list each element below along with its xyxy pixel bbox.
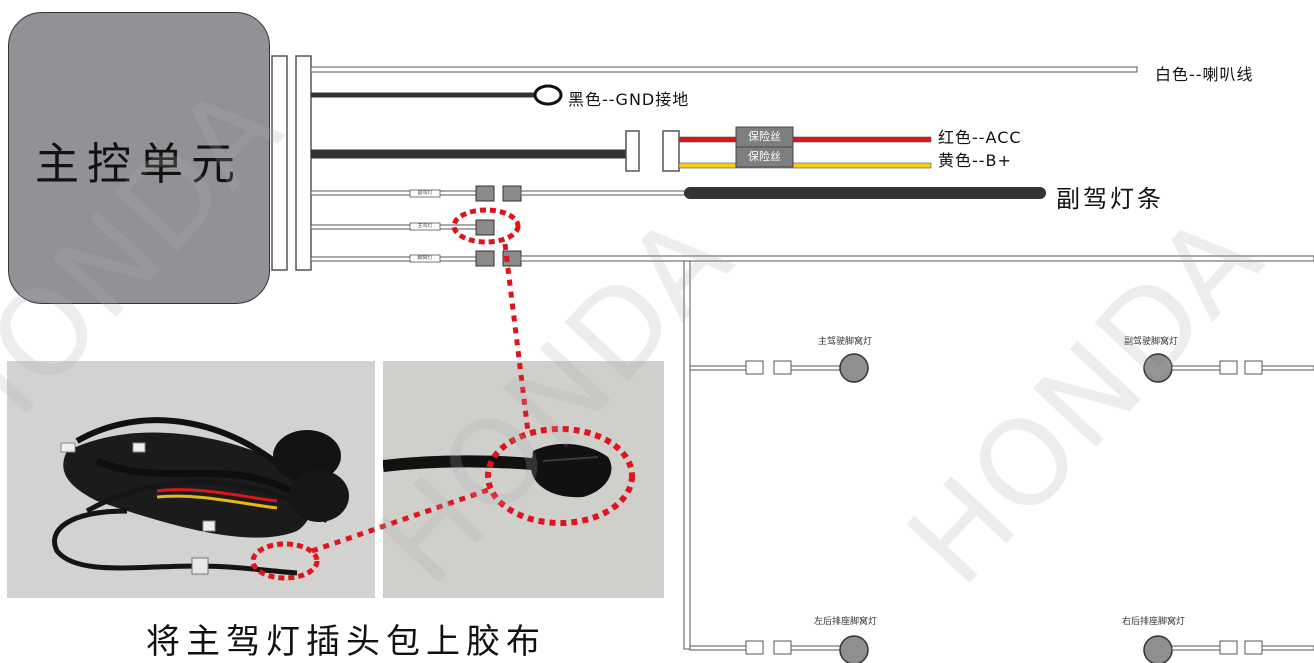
harness-plug-callout	[250, 541, 320, 581]
harness-photo	[7, 361, 375, 598]
main-control-unit	[8, 12, 270, 304]
red-wire-label: 红色--ACC	[938, 128, 1022, 147]
tag-driver	[409, 222, 441, 231]
driver-plug	[475, 219, 495, 236]
driver-footwell-lamp	[839, 353, 869, 383]
fuse-yellow	[735, 146, 794, 168]
tag-passenger-label: 副驾灯	[417, 190, 433, 196]
driver-footwell-label: 主驾驶脚窝灯	[818, 337, 873, 347]
red-wire	[678, 136, 932, 143]
connector-plate-inner	[295, 55, 312, 271]
tag-passenger	[409, 189, 441, 198]
taped-connector-callout	[485, 426, 635, 526]
strip-light-label: 副驾灯条	[1056, 185, 1164, 213]
main-unit-label: 主控单元	[35, 139, 243, 190]
ground-ring-terminal	[533, 84, 563, 106]
driver-plug-callout	[451, 207, 521, 245]
passenger-plug-male	[475, 185, 495, 202]
footwell-plug-male	[475, 250, 495, 267]
yellow-wire	[678, 162, 932, 169]
white-wire	[310, 66, 1138, 73]
black-wire-label: 黑色--GND接地	[568, 90, 690, 109]
rear-left-footwell-lamp	[839, 635, 869, 663]
passenger-footwell-label: 副驾驶脚窝灯	[1124, 337, 1179, 347]
power-connector-female	[662, 130, 680, 172]
tag-driver-label: 主驾灯	[417, 223, 433, 229]
white-wire-label: 白色--喇叭线	[1155, 65, 1254, 84]
rear-right-footwell-label: 右后排座脚窝灯	[1122, 617, 1186, 627]
footwell-trunk-wire	[683, 260, 691, 650]
callout-connector-line	[502, 243, 531, 433]
connector-plate-outer	[271, 55, 288, 271]
yellow-wire-label: 黄色--B+	[938, 151, 1012, 170]
tag-footwell	[409, 254, 441, 263]
instruction-caption: 将主驾灯插头包上胶布	[146, 622, 546, 662]
fuse-label-yellow: 保险丝	[748, 150, 781, 163]
power-connector-male	[625, 130, 640, 172]
tag-footwell-label: 脚窝灯	[417, 255, 433, 261]
fuse-label-red: 保险丝	[748, 130, 781, 143]
footwell-main-wire	[520, 255, 1314, 262]
rear-left-footwell-label: 左后排座脚窝灯	[814, 617, 878, 627]
harness-illustration	[7, 361, 375, 598]
